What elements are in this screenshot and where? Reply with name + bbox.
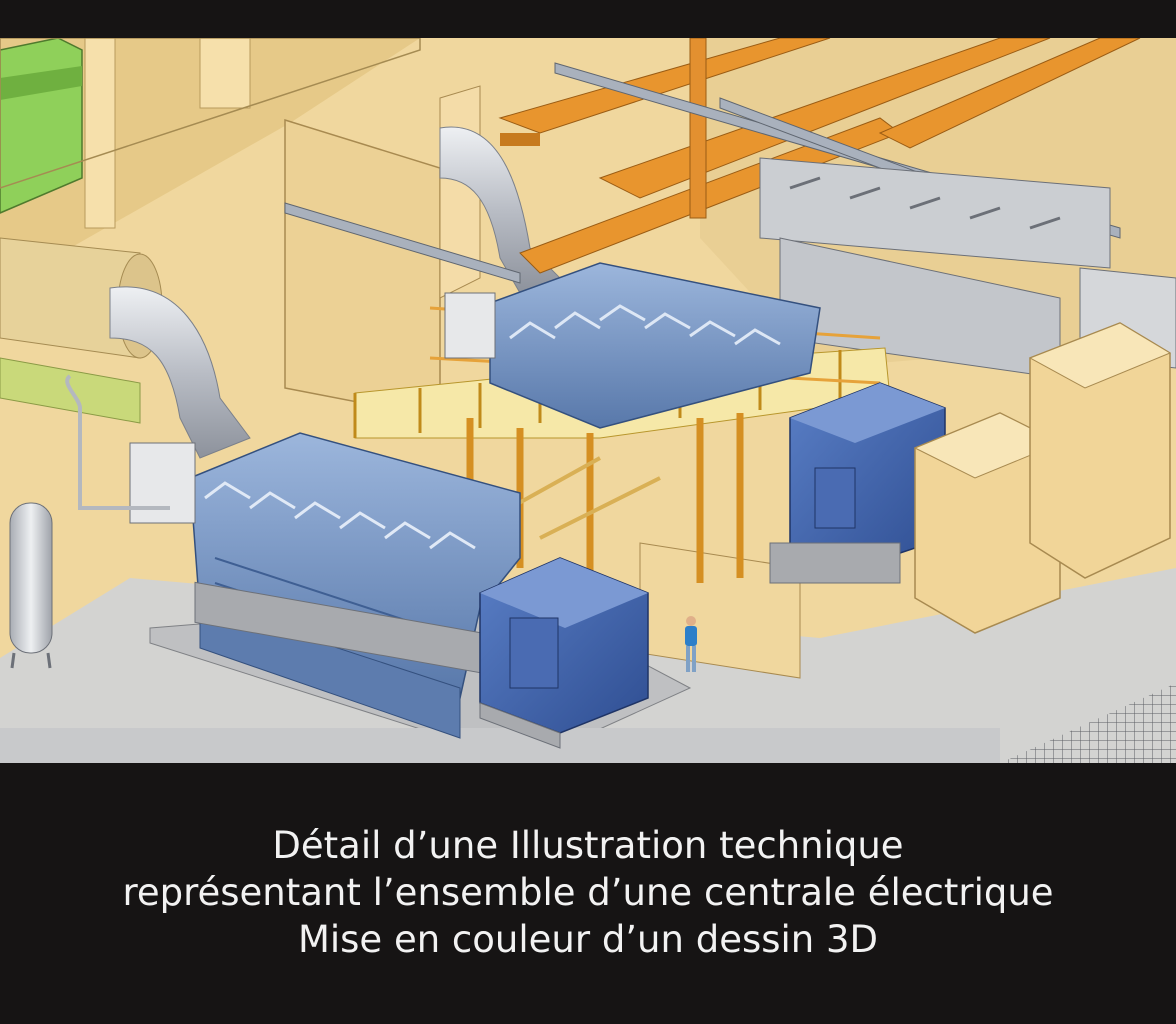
caption-line-1: Détail d’une Illustration technique <box>272 824 904 867</box>
pillar <box>84 38 116 229</box>
main-diesel-engine <box>129 432 521 739</box>
air-pressure-tank <box>9 374 170 669</box>
green-equipment-block <box>0 38 83 214</box>
main-generator <box>479 557 649 749</box>
pillar <box>199 38 251 109</box>
air-intake-cabinets <box>913 322 1172 634</box>
exhaust-duct-left <box>109 286 251 459</box>
floor-edge-grating <box>1000 683 1176 763</box>
power-plant-illustration <box>0 38 1176 763</box>
overhead-crane-beams <box>498 38 1141 274</box>
wall-panel <box>284 118 441 419</box>
upper-diesel-engine <box>444 262 821 429</box>
floor-stripe <box>0 728 1000 763</box>
caption-line-3: Mise en couleur d’un dessin 3D <box>297 918 879 961</box>
caption-line-2: représentant l’ensemble d’une centrale é… <box>122 871 1054 914</box>
caption: Détail d’une Illustration technique repr… <box>0 822 1176 963</box>
rear-generator <box>769 382 946 584</box>
worker-figure <box>685 616 697 672</box>
